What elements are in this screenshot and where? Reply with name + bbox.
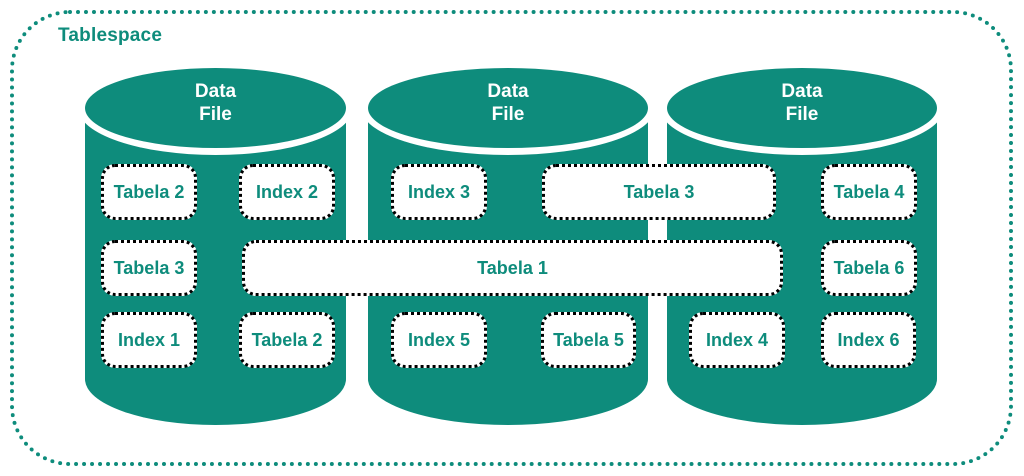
segment-tabela-3-left: Tabela 3 [101,240,197,296]
datafile-3-label: Data File [667,80,937,126]
segment-index-2: Index 2 [239,164,335,220]
segment-tabela-4: Tabela 4 [821,164,917,220]
datafile-2-label-line1: Data [487,81,529,102]
datafile-2-cylinder-top [368,68,648,148]
datafile-2-label: Data File [368,80,648,126]
segment-tabela-2-top: Tabela 2 [101,164,197,220]
segment-tabela-3-span: Tabela 3 [542,164,776,220]
segment-index-5: Index 5 [391,312,487,368]
segment-tabela-5: Tabela 5 [541,312,636,368]
datafile-1-cylinder-top [85,68,346,148]
datafile-3-label-line2: File [785,104,819,125]
segment-index-3: Index 3 [391,164,487,220]
datafile-1-label: Data File [85,80,346,126]
datafile-3-cylinder-top [667,68,937,148]
segment-tabela-6: Tabela 6 [821,240,917,296]
datafile-1-label-line1: Data [194,81,237,102]
tablespace-boundary [10,10,1013,466]
segment-index-1: Index 1 [101,312,197,368]
segment-tabela-2-bottom: Tabela 2 [239,312,335,368]
segment-index-4: Index 4 [689,312,785,368]
datafile-3-label-line1: Data [781,81,823,102]
tablespace-label: Tablespace [58,25,163,46]
datafile-2-label-line2: File [491,104,525,125]
datafile-1-label-line2: File [199,104,232,125]
segment-index-6: Index 6 [821,312,916,368]
segment-tabela-1-span: Tabela 1 [242,240,783,296]
